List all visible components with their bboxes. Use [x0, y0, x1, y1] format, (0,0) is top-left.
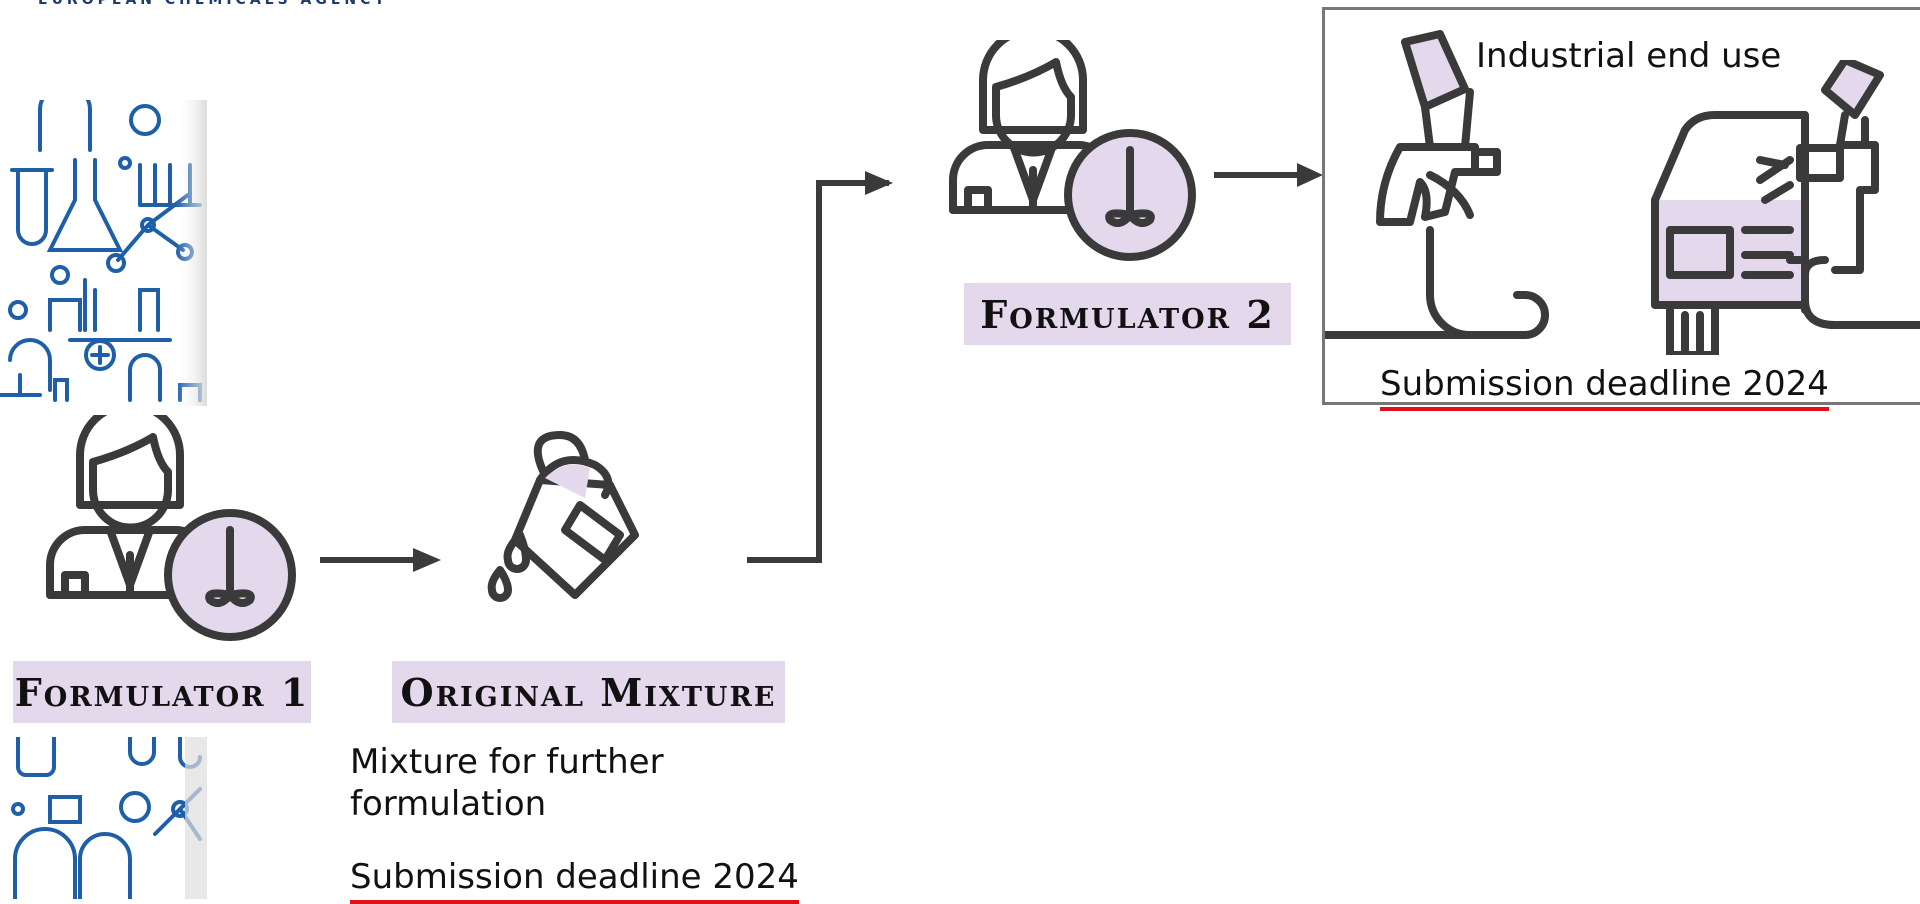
agency-name: EUROPEAN CHEMICALS AGENCY [38, 0, 389, 8]
chemistry-pattern-top [0, 100, 207, 406]
mixture-deadline-text: Submission deadline 2024 [350, 857, 799, 897]
formulator1-icon [45, 401, 300, 650]
mixture-description-line1: Mixture for further [350, 742, 664, 782]
industrial-end-use-title: Industrial end use [1476, 36, 1782, 76]
formulator2-icon [948, 26, 1203, 275]
arrow-icon [1212, 160, 1324, 195]
arrow-icon [318, 545, 443, 580]
mixture-description-line2: formulation [350, 784, 547, 824]
elbow-arrow-icon [745, 165, 895, 570]
formulator1-label: Formulator 1 [13, 661, 311, 723]
chemistry-pattern-bottom [0, 737, 207, 899]
original-mixture-label: Original Mixture [392, 661, 785, 723]
mixture-deadline: Submission deadline 2024 [350, 856, 799, 904]
end-use-deadline-text: Submission deadline 2024 [1380, 364, 1829, 404]
paint-bucket-icon [480, 420, 680, 610]
industrial-end-use-box [1322, 7, 1920, 405]
spray-gun-icon [1321, 30, 1555, 360]
car-spray-icon [1640, 56, 1920, 360]
deadline-underline [350, 900, 799, 904]
deadline-underline [1380, 407, 1829, 411]
end-use-deadline: Submission deadline 2024 [1380, 363, 1829, 411]
formulator2-label: Formulator 2 [964, 283, 1291, 345]
